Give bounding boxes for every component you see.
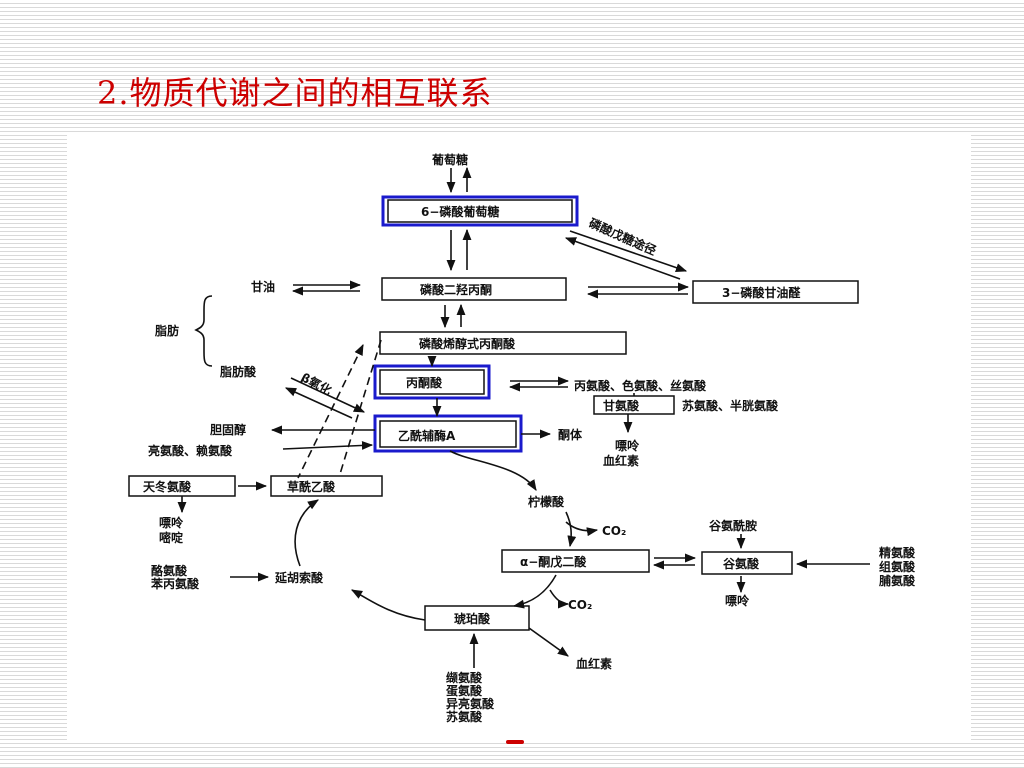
- label-succinyl: 琥珀酸: [454, 611, 491, 626]
- label-acetyl-coa: 乙酰辅酶A: [398, 428, 456, 443]
- label-pro: 脯氨酸: [879, 573, 916, 588]
- label-thr-cys: 苏氨酸、半胱氨酸: [682, 398, 779, 413]
- label-pentose-pathway: 磷酸戊糖途径: [587, 215, 659, 258]
- label-purine-3: 嘌呤: [725, 593, 750, 608]
- label-ala-trp-ser: 丙氨酸、色氨酸、丝氨酸: [574, 378, 707, 393]
- label-glucose: 葡萄糖: [431, 152, 468, 167]
- label-cholesterol: 胆固醇: [210, 422, 246, 437]
- slide-footer-mark: [506, 740, 524, 744]
- label-g3p: 3−磷酸甘油醛: [722, 285, 801, 300]
- label-pep: 磷酸烯醇式丙酮酸: [419, 336, 516, 351]
- node-oxaloacetate-box: [270, 475, 383, 497]
- label-fatty-acid: 脂肪酸: [219, 364, 257, 379]
- node-glutamate-box: [701, 551, 793, 575]
- label-glycerol: 甘油: [251, 279, 275, 294]
- label-leu-lys: 亮氨酸、赖氨酸: [148, 443, 233, 458]
- label-heme-2: 血红素: [576, 656, 612, 671]
- node-g6p-box: [387, 199, 573, 223]
- label-beta-oxidation: β氧化: [299, 369, 335, 398]
- node-succinyl-box: [424, 605, 530, 631]
- label-arg: 精氨酸: [879, 545, 916, 560]
- label-fumarate: 延胡索酸: [274, 570, 324, 585]
- node-pyruvate-box: [379, 369, 485, 395]
- label-oxaloacetate: 草酰乙酸: [287, 479, 336, 494]
- label-glycine: 甘氨酸: [603, 398, 640, 413]
- label-ketone-bodies: 酮体: [558, 427, 583, 442]
- label-purine-2: 嘌呤: [159, 515, 184, 530]
- label-met: 蛋氨酸: [446, 683, 483, 698]
- label-g6p: 6−磷酸葡萄糖: [421, 204, 499, 219]
- label-pyrimidine: 嘧啶: [159, 530, 183, 545]
- label-co2-1: CO₂: [602, 524, 626, 538]
- label-asp: 天冬氨酸: [143, 479, 192, 494]
- label-citrate: 柠檬酸: [528, 494, 565, 509]
- node-acetylcoa-box: [379, 420, 517, 448]
- label-heme-1: 血红素: [603, 453, 639, 468]
- label-his: 组氨酸: [879, 559, 916, 574]
- label-akg: α−酮戊二酸: [520, 554, 587, 569]
- label-phe: 苯丙氨酸: [150, 576, 200, 591]
- label-co2-2: CO₂: [568, 598, 592, 612]
- label-glutamate: 谷氨酸: [723, 556, 760, 571]
- node-akg-box: [501, 549, 650, 573]
- label-val: 缬氨酸: [446, 670, 483, 685]
- slide-title: 2.物质代谢之间的相互联系: [97, 74, 493, 112]
- node-dhap-box: [381, 277, 567, 301]
- label-tyr: 酪氨酸: [151, 563, 188, 578]
- label-pyruvate: 丙酮酸: [406, 375, 443, 390]
- label-thr: 苏氨酸: [446, 709, 483, 724]
- label-dhap: 磷酸二羟丙酮: [420, 282, 492, 297]
- node-g3p-box: [692, 280, 859, 304]
- label-fat: 脂肪: [154, 323, 179, 338]
- highlight-g6p: [381, 195, 579, 227]
- label-purine-1: 嘌呤: [615, 438, 640, 453]
- label-ile: 异亮氨酸: [446, 696, 495, 711]
- label-glutamine: 谷氨酰胺: [709, 518, 757, 533]
- diagram-panel: [67, 132, 971, 740]
